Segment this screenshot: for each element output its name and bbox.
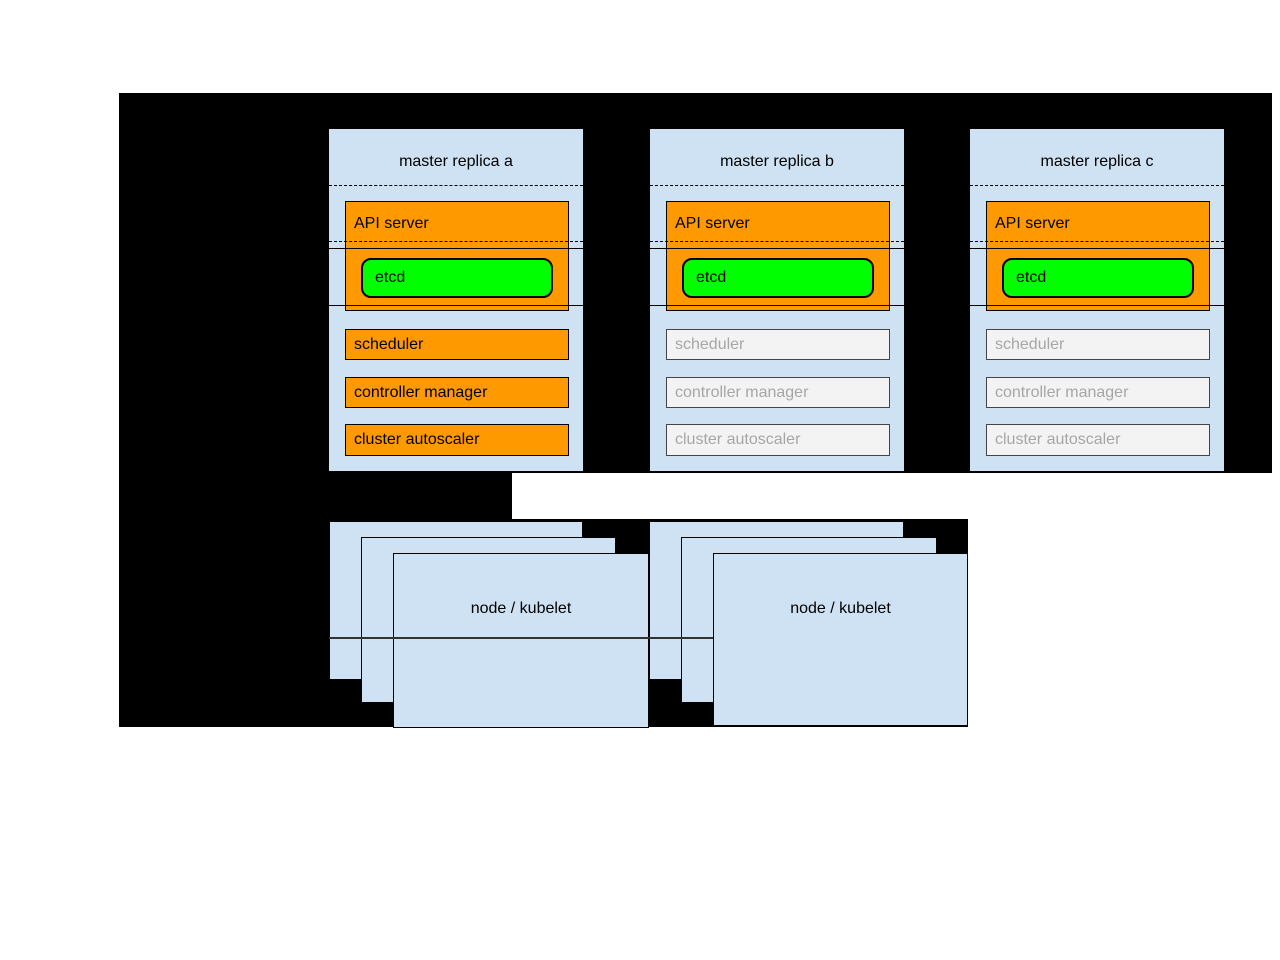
node-box-front: node / kubelet <box>713 553 968 726</box>
divider-dashed <box>329 185 583 186</box>
api-server-box: API server etcd <box>986 201 1210 311</box>
divider-solid <box>970 248 1224 249</box>
node-kubelet-label: node / kubelet <box>470 600 572 617</box>
scheduler-box: scheduler <box>345 329 569 360</box>
etcd-box: etcd <box>1002 258 1194 298</box>
divider-solid <box>329 248 583 249</box>
master-replica-c-panel: master replica c API server etcd schedul… <box>969 128 1225 472</box>
divider-solid <box>650 248 904 249</box>
node-divider-line <box>329 637 713 639</box>
controller-manager-box: controller manager <box>986 377 1210 408</box>
replica-title: master replica a <box>399 153 513 170</box>
cluster-autoscaler-box: cluster autoscaler <box>345 424 569 456</box>
divider-solid <box>329 305 583 306</box>
controller-manager-box: controller manager <box>666 377 890 408</box>
api-server-box: API server etcd <box>666 201 890 311</box>
etcd-label: etcd <box>1016 269 1047 286</box>
divider-solid <box>970 305 1224 306</box>
node-box-front: node / kubelet <box>393 553 649 728</box>
etcd-label: etcd <box>696 269 727 286</box>
divider-dashed <box>329 241 583 242</box>
divider-solid <box>650 305 904 306</box>
scheduler-box: scheduler <box>666 329 890 360</box>
divider-dashed <box>970 185 1224 186</box>
api-server-label: API server <box>995 215 1070 232</box>
cluster-autoscaler-box: cluster autoscaler <box>986 424 1210 456</box>
etcd-box: etcd <box>361 258 553 298</box>
master-replica-a-panel: master replica a API server etcd schedul… <box>328 128 584 472</box>
api-server-label: API server <box>675 215 750 232</box>
divider-dashed <box>970 241 1224 242</box>
scheduler-box: scheduler <box>986 329 1210 360</box>
etcd-box: etcd <box>682 258 874 298</box>
node-kubelet-label: node / kubelet <box>790 600 891 617</box>
divider-dashed <box>650 185 904 186</box>
cluster-autoscaler-box: cluster autoscaler <box>666 424 890 456</box>
api-server-box: API server etcd <box>345 201 569 311</box>
master-replica-b-panel: master replica b API server etcd schedul… <box>649 128 905 472</box>
etcd-label: etcd <box>375 269 406 286</box>
replica-title: master replica b <box>720 153 834 170</box>
controller-manager-box: controller manager <box>345 377 569 408</box>
replica-title: master replica c <box>1040 153 1154 170</box>
divider-dashed <box>650 241 904 242</box>
api-server-label: API server <box>354 215 429 232</box>
